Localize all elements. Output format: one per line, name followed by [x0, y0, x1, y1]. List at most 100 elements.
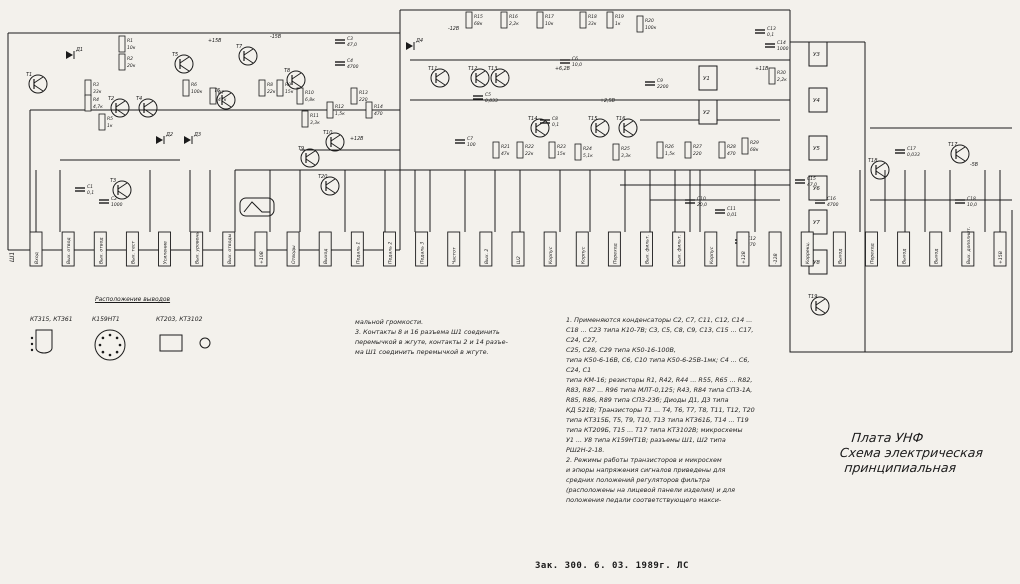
connector-cell: [768, 231, 782, 267]
transistor: [286, 70, 306, 90]
transistor-ref: Т13: [488, 66, 497, 72]
connector-label: Вых. дополнит.: [966, 227, 972, 264]
transistor-emitter: [243, 56, 254, 64]
capacitor-ref: С4: [347, 58, 353, 64]
transistor-ref: Т11: [428, 66, 437, 72]
ic-ref: У6: [813, 186, 820, 192]
resistor: [276, 79, 284, 97]
connector-cell: [190, 231, 204, 267]
resistor: [465, 11, 473, 29]
wire: [789, 10, 865, 43]
transistor-collector: [221, 92, 232, 100]
capacitor-ref: С11: [727, 206, 736, 212]
resistor: [500, 11, 508, 29]
pinout-can: [94, 329, 126, 361]
note-line: мальной громкости.: [355, 318, 424, 326]
transistor-emitter: [955, 154, 966, 162]
note-line: R85, R86, R89 типа СП3-23б; Диоды Д1, Д3…: [566, 396, 729, 404]
transistor-collector: [475, 70, 486, 78]
note-line: КД 521В; Транзисторы Т1 ... Т4, Т6, Т7, …: [566, 406, 755, 414]
transistor-ref: Т10: [323, 130, 332, 136]
connector-cell: [383, 231, 396, 267]
connector-label: Педаль 1: [355, 242, 361, 264]
diode: [406, 42, 413, 50]
resistor-ref: R11: [310, 113, 319, 119]
transistor-emitter: [435, 78, 446, 86]
note-line: ма Ш1 соединить перемычкой в жгуте.: [355, 348, 489, 356]
resistor-value: 3,3к: [310, 120, 320, 126]
note-line: У1 ... У8 типа К159НТ1В; разъемы Ш1, Ш2 …: [566, 436, 726, 444]
note-line: типа КТ209Б, Т15 ... Т17 типа КТ3102В; м…: [566, 426, 743, 434]
resistor-value: 220: [359, 97, 368, 103]
connector-cell: [929, 231, 943, 267]
connector-cell: [865, 231, 878, 267]
resistor-ref: R24: [583, 146, 592, 152]
capacitor-value: 4700: [827, 202, 839, 208]
connector-cell: [61, 231, 75, 267]
transistor-ref: Т17: [948, 142, 958, 148]
transistor-ref: Т2: [108, 96, 114, 102]
transistor-emitter: [179, 64, 190, 72]
resistor-value: 10к: [545, 21, 554, 27]
ic-package: [698, 99, 718, 125]
connector-cell: [479, 231, 493, 267]
resistor-value: 220: [693, 151, 702, 157]
capacitor-value: 20,0: [697, 202, 707, 208]
capacitor-ref: С18: [967, 196, 976, 202]
ic-package: [808, 135, 828, 161]
schematic-wiring: [7, 9, 1013, 353]
resistor: [326, 101, 334, 119]
capacitor-ref: С3: [347, 36, 353, 42]
resistor: [768, 67, 776, 85]
note-line: типа КМ-16; резисторы R1, R42, R44 ... R…: [566, 376, 753, 384]
title-line-1: Плата УНФ: [850, 430, 925, 445]
ic-ref: У4: [813, 98, 820, 104]
resistor-ref: R30: [777, 70, 786, 76]
diode: [66, 51, 73, 59]
transistor-ref: Т5: [172, 52, 178, 58]
note-line: РШ2Н-2-18.: [566, 446, 605, 454]
resistor-ref: R12: [335, 104, 344, 110]
transistor-collector: [33, 76, 44, 84]
connector-label: Вых. тест: [130, 241, 136, 264]
transistor-emitter: [815, 306, 826, 314]
waveform-trace: [243, 201, 270, 213]
pinout-label: КТ315, КТ361: [30, 316, 73, 323]
connector-cell: [350, 231, 364, 267]
resistor: [612, 143, 620, 161]
transistor-ref: Т9: [298, 146, 304, 152]
transistor: [470, 68, 490, 88]
ic-package: [698, 65, 718, 91]
capacitor-ref: С10: [697, 196, 706, 202]
transistor: [490, 68, 510, 88]
ic-package: [808, 87, 828, 113]
transistor-emitter: [475, 78, 486, 86]
note-line: 1. Применяются конденсаторы С2, С7, С11,…: [566, 316, 753, 324]
resistor-ref: R14: [374, 104, 383, 110]
resistor-value: 2,2к: [509, 21, 519, 27]
connector-label: Выход: [902, 249, 908, 264]
transistor-collector: [117, 182, 128, 190]
resistor-ref: R25: [621, 146, 630, 152]
transistor-ref: Т16: [616, 116, 625, 122]
pinout-pin: [98, 343, 102, 347]
capacitor-ref: С13: [767, 26, 776, 32]
resistor-ref: R2: [127, 56, 133, 62]
pinout-flatpack: [159, 334, 183, 352]
transistor-emitter: [291, 80, 302, 88]
connector-cell: [575, 231, 589, 267]
connector-label: Выход: [323, 249, 329, 264]
connector-cell: [961, 231, 975, 267]
transistor-ref: Т3: [110, 178, 116, 184]
pinout-pin: [101, 350, 105, 354]
transistor-ref: Т19: [808, 294, 817, 300]
diode-ref: Д3: [193, 132, 201, 138]
transistor: [216, 90, 236, 110]
resistor: [492, 141, 500, 159]
transistor: [810, 296, 830, 316]
pinout-mark: [199, 337, 211, 349]
pinout-drawings: [30, 329, 211, 361]
ic-ref: У7: [813, 220, 820, 226]
transistor-ref: Т6: [214, 88, 220, 94]
